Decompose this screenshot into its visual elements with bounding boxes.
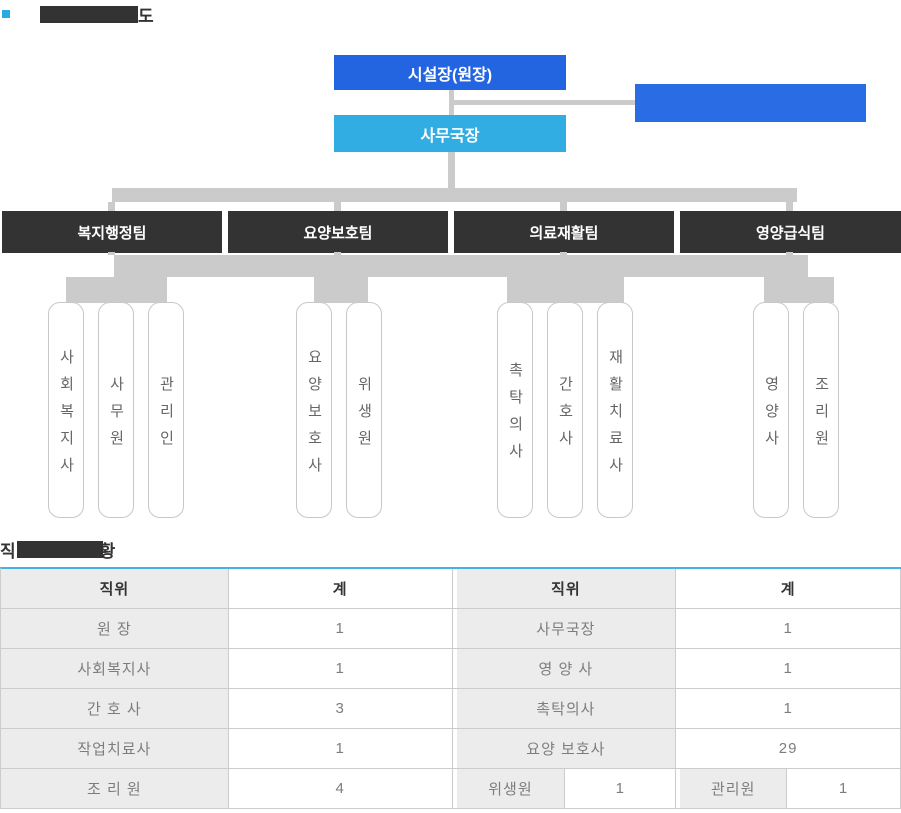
- connector-side-branch: [454, 100, 635, 105]
- count-cell: 1: [228, 729, 453, 768]
- connector-stub: [786, 202, 793, 212]
- connector-stub: [108, 202, 115, 212]
- table-row: 사회복지사 1 영 양 사 1: [1, 649, 901, 689]
- count-cell: 3: [228, 689, 453, 728]
- position-cell: 위생원: [452, 769, 566, 808]
- staff-role-label: 위생원: [355, 375, 373, 457]
- connector-director-secretary: [449, 90, 454, 115]
- position-cell: 작업치료사: [1, 729, 229, 768]
- connector-stub: [560, 202, 567, 212]
- staff-role-pill: 간호사: [547, 302, 583, 518]
- staff-role-pill: 사무원: [98, 302, 134, 518]
- header-cell: 직위: [452, 569, 677, 608]
- table-row: 원 장 1 사무국장 1: [1, 609, 901, 649]
- connector-teams-bar: [112, 188, 797, 202]
- count-cell: 1: [676, 649, 901, 688]
- staff-role-label: 촉탁의사: [506, 362, 524, 470]
- position-cell: 사회복지사: [1, 649, 229, 688]
- connector-group-bar: [764, 277, 834, 303]
- connector-group-bar: [66, 277, 167, 303]
- team-box-nutrition: 영양급식팀: [680, 211, 901, 253]
- redaction-box: [40, 5, 138, 23]
- table-row: 조 리 원 4 위생원 1 관리원 1: [1, 769, 901, 809]
- org-section-title: 도: [0, 4, 154, 26]
- staff-role-pill: 위생원: [346, 302, 382, 518]
- secretary-box: 사무국장: [334, 115, 566, 152]
- staff-role-pill: 요양보호사: [296, 302, 332, 518]
- staff-section-title: 직 황: [0, 539, 116, 561]
- staff-section-title-prefix: 직: [0, 541, 16, 561]
- connector-group-bar: [314, 277, 368, 303]
- staff-role-label: 요양보호사: [305, 348, 323, 484]
- team-box-welfare: 복지행정팀: [2, 211, 222, 253]
- staff-role-pill: 촉탁의사: [497, 302, 533, 518]
- team-box-care: 요양보호팀: [228, 211, 448, 253]
- staff-role-pill: 사회복지사: [48, 302, 84, 518]
- connector-stub: [334, 252, 341, 255]
- director-box: 시설장(원장): [334, 55, 566, 90]
- staff-section-title-suffix: 황: [99, 541, 116, 561]
- side-box: [635, 84, 866, 122]
- count-cell: 1: [565, 769, 677, 808]
- position-cell: 관리원: [676, 769, 788, 808]
- count-cell: 1: [228, 649, 453, 688]
- count-cell: 1: [676, 689, 901, 728]
- header-cell: 계: [676, 569, 901, 608]
- position-cell: 촉탁의사: [452, 689, 677, 728]
- connector-members-bar: [114, 255, 808, 277]
- connector-stub: [560, 252, 567, 255]
- org-section-title-text: 도: [138, 6, 154, 26]
- position-cell: 영 양 사: [452, 649, 677, 688]
- redaction-box: [16, 540, 103, 558]
- staff-role-pill: 재활치료사: [597, 302, 633, 518]
- position-cell: 조 리 원: [1, 769, 229, 808]
- header-cell: 직위: [1, 569, 229, 608]
- staff-role-label: 관리인: [157, 375, 175, 457]
- connector-secretary-teams: [448, 152, 455, 188]
- count-cell: 1: [787, 769, 901, 808]
- staff-role-label: 재활치료사: [606, 348, 624, 484]
- table-row: 작업치료사 1 요양 보호사 29: [1, 729, 901, 769]
- table-row: 간 호 사 3 촉탁의사 1: [1, 689, 901, 729]
- staff-role-label: 간호사: [556, 375, 574, 457]
- staff-role-pill: 조리원: [803, 302, 839, 518]
- staff-role-label: 사회복지사: [57, 348, 75, 484]
- count-cell: 4: [228, 769, 453, 808]
- staff-role-pill: 관리인: [148, 302, 184, 518]
- count-cell: 1: [676, 609, 901, 648]
- team-box-medical: 의료재활팀: [454, 211, 674, 253]
- connector-stub: [108, 252, 115, 255]
- connector-group-bar: [507, 277, 624, 303]
- header-cell: 계: [228, 569, 453, 608]
- position-cell: 간 호 사: [1, 689, 229, 728]
- staff-table: 직위 계 직위 계 원 장 1 사무국장 1 사회복지사 1 영 양 사 1 간…: [0, 567, 901, 809]
- bullet-icon: [2, 10, 10, 18]
- staff-role-label: 영양사: [762, 375, 780, 457]
- count-cell: 29: [676, 729, 901, 768]
- count-cell: 1: [228, 609, 453, 648]
- staff-role-label: 사무원: [107, 375, 125, 457]
- table-header-row: 직위 계 직위 계: [1, 569, 901, 609]
- staff-role-pill: 영양사: [753, 302, 789, 518]
- staff-role-label: 조리원: [812, 375, 830, 457]
- position-cell: 사무국장: [452, 609, 677, 648]
- connector-stub: [334, 202, 341, 212]
- position-cell: 요양 보호사: [452, 729, 677, 768]
- position-cell: 원 장: [1, 609, 229, 648]
- connector-stub: [786, 252, 793, 255]
